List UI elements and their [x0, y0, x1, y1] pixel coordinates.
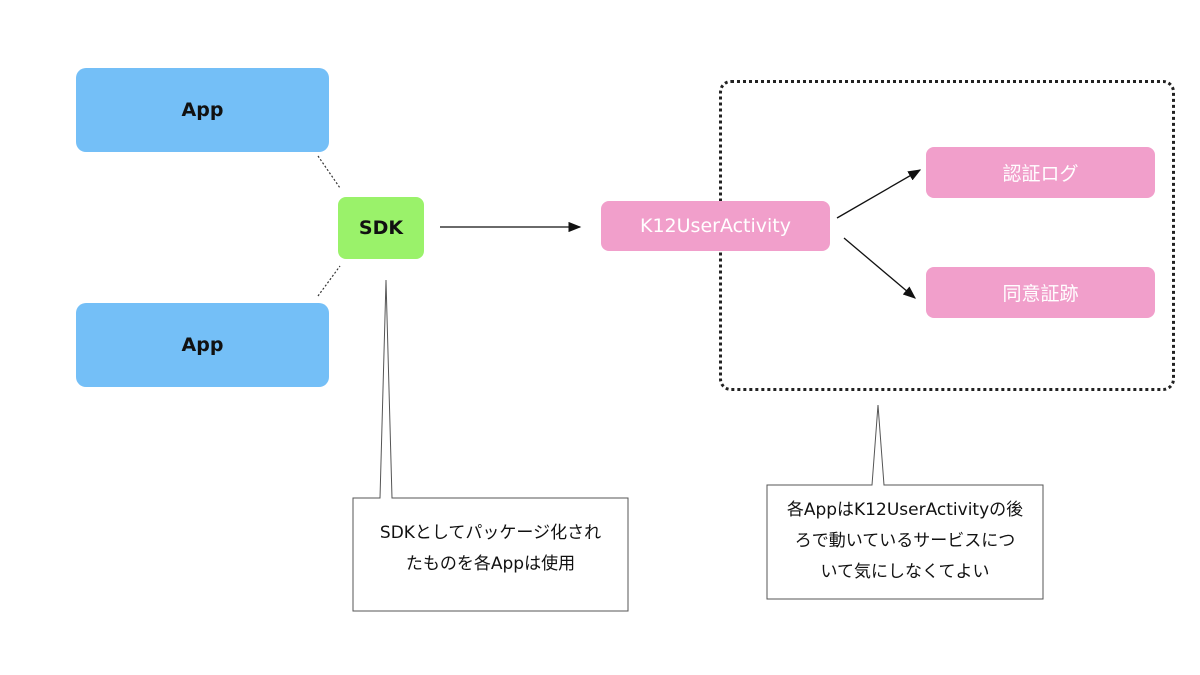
consent-record-node: 同意証跡: [926, 267, 1155, 318]
sdk-callout-line-1: SDKとしてパッケージ化され: [379, 523, 602, 543]
callout-k12-bubble: [766, 404, 1044, 600]
auth-log-node: 認証ログ: [926, 147, 1155, 198]
connector-app-bottom-sdk: [317, 265, 341, 297]
sdk-node: SDK: [338, 197, 424, 259]
k12-callout-text: 各AppはK12UserActivityの後 ろで動いているサービスにつ いて気…: [767, 495, 1043, 588]
sdk-callout-line-2: たものを各Appは使用: [405, 554, 576, 574]
connector-app-top-sdk: [317, 155, 341, 189]
k12-callout-line-1: 各AppはK12UserActivityの後: [786, 500, 1024, 520]
app-node-bottom: App: [76, 303, 329, 387]
app-node-top: App: [76, 68, 329, 152]
k12-callout-line-2: ろで動いているサービスにつ: [794, 531, 1016, 551]
sdk-callout-text: SDKとしてパッケージ化され たものを各Appは使用: [353, 518, 628, 580]
arrow-k12-to-auth-log: [836, 169, 922, 219]
callout-sdk-bubble: [352, 279, 629, 612]
arrow-k12-to-consent: [843, 237, 916, 299]
k12-user-activity-node: K12UserActivity: [601, 201, 830, 251]
k12-callout-line-3: いて気にしなくてよい: [820, 562, 990, 582]
